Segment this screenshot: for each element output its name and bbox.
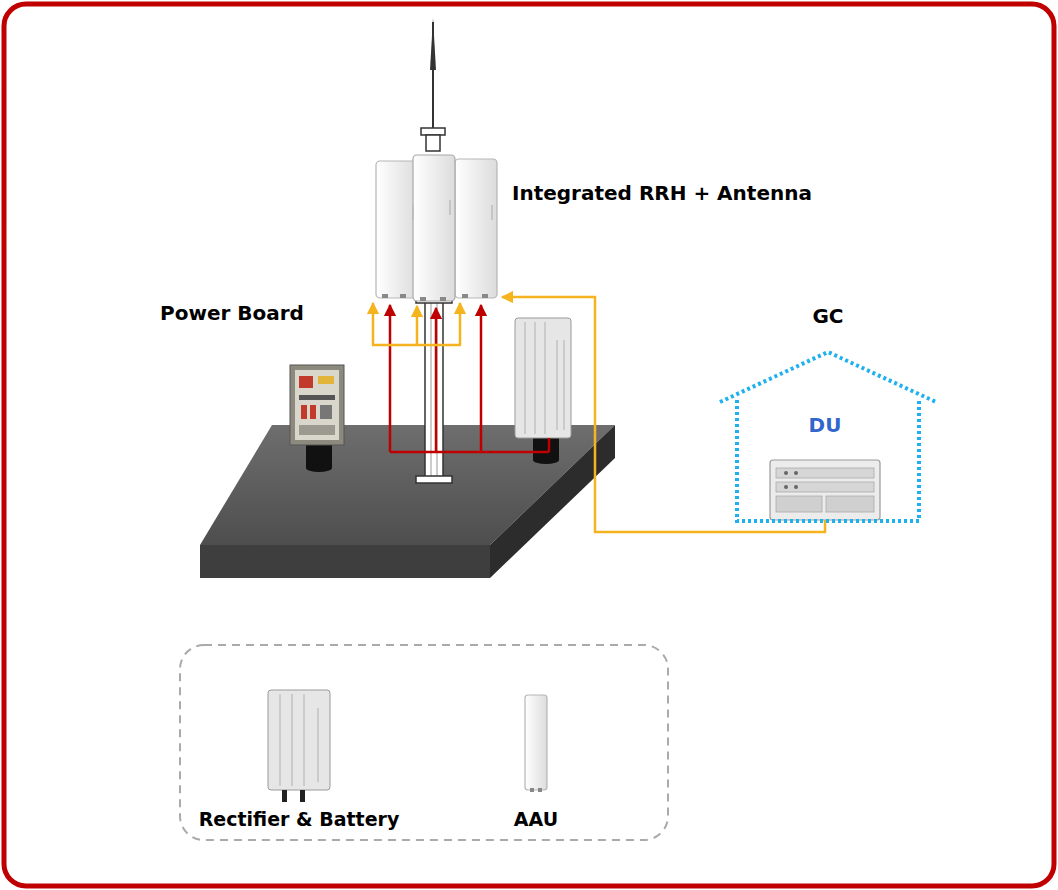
platform xyxy=(200,425,615,578)
rrh-antenna-group: Integrated RRH + Antenna xyxy=(372,155,502,301)
legend-aau-icon xyxy=(525,695,547,792)
legend-label: Rectifier & Battery xyxy=(199,808,400,831)
mast xyxy=(421,18,445,151)
power-board-picture xyxy=(290,365,344,472)
gc-house: DUGC xyxy=(718,348,938,523)
power-wiring xyxy=(390,305,549,452)
house-roof xyxy=(720,352,936,402)
power-board: Power Board xyxy=(288,363,346,447)
pole xyxy=(416,296,452,483)
legend-frame xyxy=(180,645,668,840)
du-unit: DU xyxy=(770,460,880,520)
rrh-units xyxy=(376,155,497,301)
house-walls xyxy=(737,400,919,521)
node-label: Power Board xyxy=(160,301,304,325)
node-label: GC xyxy=(812,304,843,328)
fibre-split xyxy=(372,303,461,345)
node-label: Integrated RRH + Antenna xyxy=(512,181,812,205)
legend-rectifier-icon xyxy=(268,690,330,802)
legend-label: AAU xyxy=(514,808,558,831)
du-device xyxy=(770,460,880,520)
outer-frame xyxy=(4,4,1054,886)
rectifier-picture xyxy=(515,318,571,464)
fibre-link xyxy=(502,297,825,532)
node-label: DU xyxy=(809,413,842,437)
